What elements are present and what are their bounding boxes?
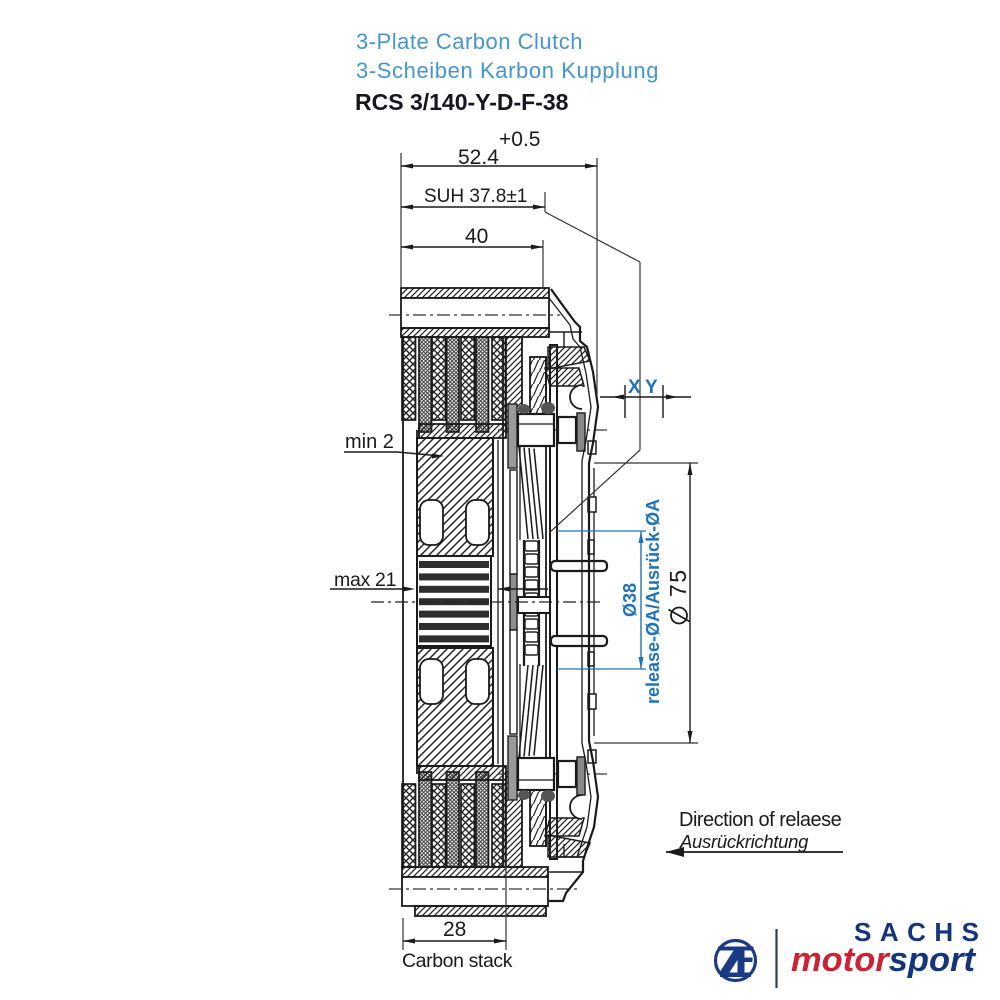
svg-text:Ø38: Ø38 bbox=[620, 583, 640, 617]
svg-text:SUH 37.8±1: SUH 37.8±1 bbox=[424, 186, 527, 207]
svg-text:3-Scheiben Karbon Kupplung: 3-Scheiben Karbon Kupplung bbox=[356, 58, 659, 83]
svg-text:+0.5: +0.5 bbox=[499, 128, 540, 151]
svg-text:3-Plate Carbon Clutch: 3-Plate Carbon Clutch bbox=[356, 29, 583, 54]
svg-text:28: 28 bbox=[443, 918, 466, 941]
svg-text:Y: Y bbox=[645, 377, 658, 398]
svg-text:52.4: 52.4 bbox=[458, 146, 499, 169]
svg-text:75: 75 bbox=[665, 568, 691, 597]
svg-text:40: 40 bbox=[465, 225, 488, 248]
svg-text:release-ØA/Ausrück-ØA: release-ØA/Ausrück-ØA bbox=[643, 499, 663, 704]
svg-text:Ausrückrichtung: Ausrückrichtung bbox=[679, 831, 809, 852]
svg-text:Direction of relaese: Direction of relaese bbox=[679, 809, 842, 831]
svg-text:SACHS: SACHS bbox=[854, 917, 988, 947]
svg-text:min 2: min 2 bbox=[345, 431, 394, 453]
svg-text:Carbon stack: Carbon stack bbox=[402, 950, 513, 972]
svg-text:X: X bbox=[628, 377, 641, 398]
svg-text:RCS 3/140-Y-D-F-38: RCS 3/140-Y-D-F-38 bbox=[355, 89, 569, 115]
svg-text:max 21: max 21 bbox=[334, 569, 396, 591]
svg-text:motorsport: motorsport bbox=[791, 941, 977, 979]
